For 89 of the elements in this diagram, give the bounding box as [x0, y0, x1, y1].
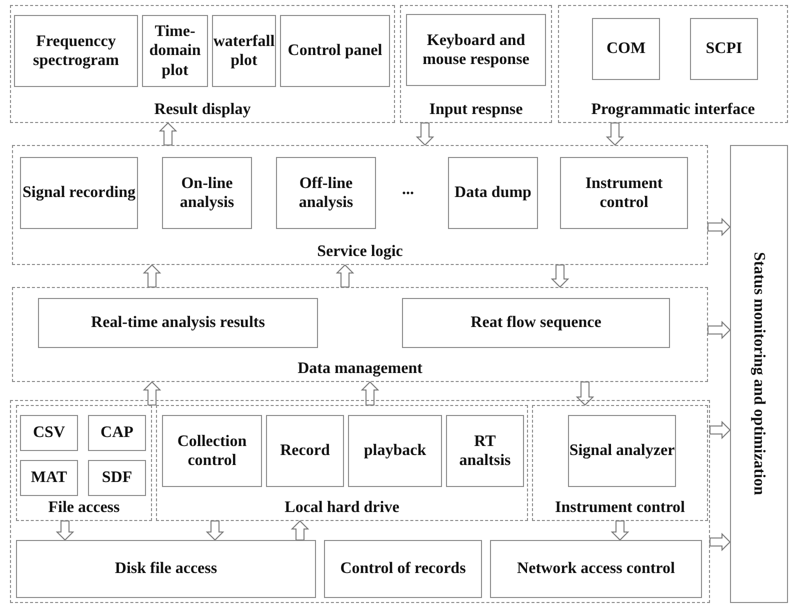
- layer-title: Service logic: [316, 242, 404, 261]
- block-arrow: [142, 381, 162, 406]
- box-label: Reat flow sequence: [470, 313, 602, 333]
- process-box: [730, 145, 788, 603]
- process-box: [324, 540, 482, 598]
- box-label: Control panel: [288, 41, 382, 61]
- block-arrow: [708, 218, 731, 236]
- layer-panel: [156, 405, 528, 521]
- box-label: Time-domain plot: [148, 22, 202, 80]
- block-arrow: [158, 122, 178, 146]
- box-label: Status monitoring and optimization: [750, 252, 769, 496]
- process-box: [490, 540, 702, 598]
- process-box: [446, 415, 524, 487]
- ellipsis-text: ...: [402, 180, 414, 200]
- block-arrow: [56, 520, 74, 541]
- layer-title: Input respnse: [428, 100, 524, 119]
- box-label: SCPI: [706, 39, 742, 59]
- process-box: [448, 157, 538, 229]
- process-box: [406, 14, 546, 86]
- layer-panel: [10, 5, 395, 123]
- process-box: [592, 18, 660, 80]
- box-label: Real-time analysis results: [91, 313, 265, 333]
- process-box: [162, 415, 262, 487]
- box-label: waterfall plot: [213, 32, 275, 70]
- box-label: Collection control: [176, 432, 248, 470]
- layer-panel: [12, 287, 708, 382]
- box-label: On-line analysis: [178, 174, 236, 212]
- block-arrow: [710, 420, 731, 440]
- box-label: CAP: [100, 423, 134, 443]
- block-arrow: [360, 381, 380, 406]
- process-box: [14, 15, 138, 87]
- box-label: Network access control: [517, 559, 675, 579]
- process-box: [16, 540, 316, 598]
- layer-title: Local hard drive: [284, 498, 400, 517]
- box-label: playback: [364, 441, 426, 461]
- block-arrow: [336, 264, 354, 288]
- box-label: Frequenccy spectrogram: [32, 32, 120, 70]
- process-box: [266, 415, 344, 487]
- box-label: CSV: [32, 423, 65, 443]
- process-box: [20, 460, 78, 496]
- process-box: [276, 157, 376, 229]
- box-label: COM: [606, 39, 646, 59]
- box-label: Data dump: [454, 183, 532, 203]
- block-arrow: [290, 520, 310, 540]
- process-box: [20, 415, 78, 451]
- block-arrow: [206, 520, 224, 541]
- block-arrow: [576, 382, 594, 406]
- process-box: [142, 15, 208, 87]
- layer-title: File access: [47, 498, 121, 517]
- box-label: Signal recording: [22, 183, 136, 203]
- process-box: [402, 298, 670, 348]
- process-box: [690, 18, 758, 80]
- layer-panel: [558, 5, 788, 123]
- layer-title: Instrument control: [554, 498, 686, 517]
- block-arrow: [710, 532, 731, 552]
- layer-title: Result display: [153, 100, 252, 119]
- box-label: MAT: [30, 468, 68, 488]
- block-arrow: [550, 264, 570, 288]
- process-box: [568, 415, 676, 487]
- block-arrow: [606, 122, 624, 146]
- block-arrow: [416, 122, 434, 146]
- box-label: Instrument control: [584, 174, 664, 212]
- process-box: [280, 15, 390, 87]
- process-box: [348, 415, 442, 487]
- box-label: Disk file access: [114, 559, 218, 579]
- layer-title: Data management: [296, 358, 424, 378]
- box-label: Keyboard and mouse response: [422, 30, 530, 70]
- process-box: [20, 157, 138, 229]
- layer-panel: [10, 400, 710, 603]
- box-label: Signal analyzer: [569, 441, 675, 461]
- block-arrow: [708, 320, 731, 340]
- box-label: Control of records: [340, 559, 466, 579]
- layer-title: Programmatic interface: [590, 100, 756, 119]
- layer-panel: [532, 405, 708, 521]
- process-box: [38, 298, 318, 348]
- process-box: [88, 460, 146, 496]
- box-label: Off-line analysis: [298, 174, 354, 212]
- box-label: RT analtsis: [458, 432, 512, 470]
- process-box: [560, 157, 688, 229]
- layer-panel: [16, 405, 152, 521]
- process-box: [88, 415, 146, 451]
- block-arrow: [142, 264, 162, 288]
- box-label: SDF: [102, 468, 132, 488]
- layer-panel: [400, 5, 552, 123]
- block-arrow: [610, 520, 630, 541]
- process-box: [162, 157, 252, 229]
- box-label: Record: [280, 441, 330, 461]
- layer-panel: [12, 145, 708, 265]
- process-box: [212, 15, 276, 87]
